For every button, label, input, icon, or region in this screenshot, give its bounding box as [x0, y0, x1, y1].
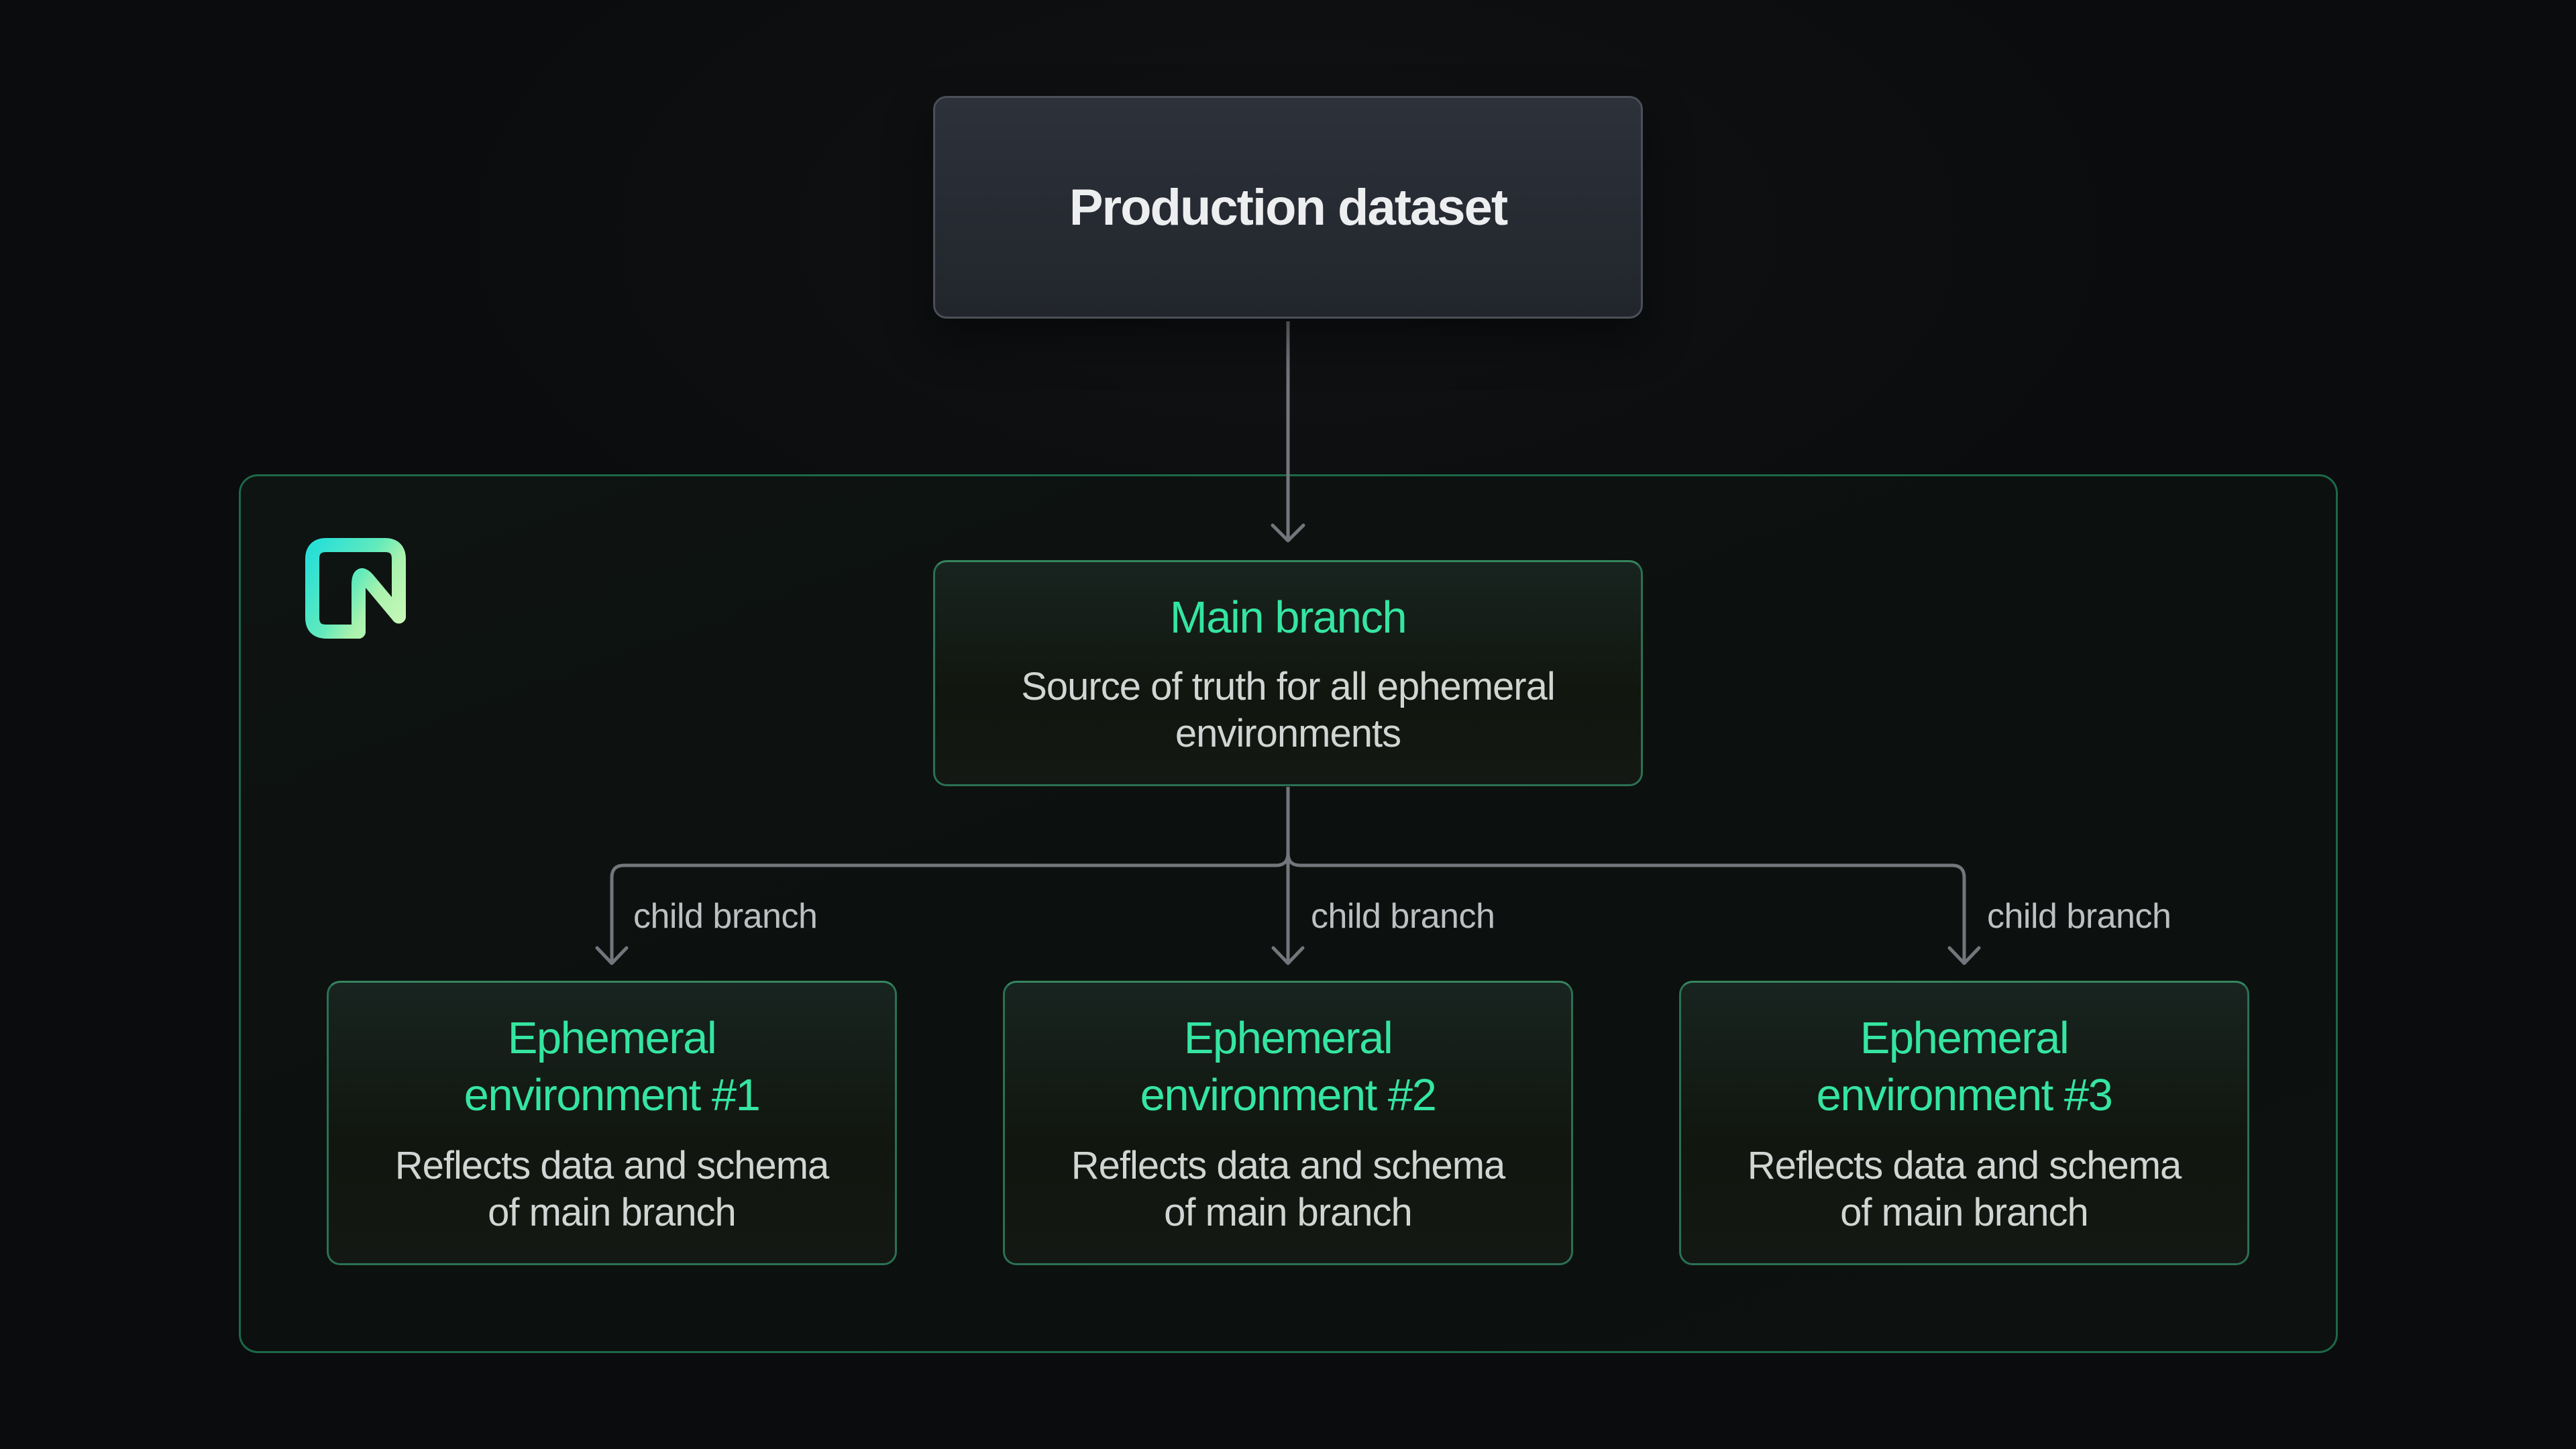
main-branch-subtitle: Source of truth for all ephemeral enviro… [1021, 663, 1556, 757]
env1-title-line-2: environment #1 [464, 1070, 761, 1121]
production-dataset-node: Production dataset [933, 96, 1643, 319]
env2-title-line-1: Ephemeral [1183, 1013, 1393, 1064]
edge-label-child-branch-1: child branch [633, 897, 818, 936]
neon-logo-icon [305, 538, 406, 639]
env3-title-line-1: Ephemeral [1860, 1013, 2070, 1064]
env3-subtitle-line-2: of main branch [1840, 1191, 2089, 1235]
ephemeral-environment-2-node: Ephemeral environment #2 Reflects data a… [1003, 981, 1573, 1265]
env1-subtitle-line-2: of main branch [488, 1191, 737, 1235]
main-branch-title: Main branch [1169, 592, 1407, 643]
edge-label-child-branch-2: child branch [1311, 897, 1495, 936]
production-dataset-label: Production dataset [1069, 178, 1508, 236]
ephemeral-environment-2-title: Ephemeral environment #2 [1140, 1010, 1437, 1124]
logo-n-path [352, 568, 406, 639]
ephemeral-environment-3-node: Ephemeral environment #3 Reflects data a… [1679, 981, 2249, 1265]
env3-title-line-2: environment #3 [1816, 1070, 2113, 1121]
main-branch-node: Main branch Source of truth for all ephe… [933, 560, 1643, 786]
ephemeral-environment-1-subtitle: Reflects data and schema of main branch [394, 1142, 830, 1236]
env3-subtitle-line-1: Reflects data and schema [1747, 1144, 2182, 1188]
ephemeral-environment-3-subtitle: Reflects data and schema of main branch [1748, 1142, 2182, 1236]
env2-subtitle-line-1: Reflects data and schema [1071, 1144, 1506, 1188]
ephemeral-environment-2-subtitle: Reflects data and schema of main branch [1071, 1142, 1506, 1236]
main-branch-subtitle-line-2: environments [1175, 712, 1401, 756]
env2-title-line-2: environment #2 [1140, 1070, 1437, 1121]
env2-subtitle-line-2: of main branch [1164, 1191, 1413, 1235]
main-branch-subtitle-line-1: Source of truth for all ephemeral [1021, 665, 1556, 709]
env1-title-line-1: Ephemeral [507, 1013, 717, 1064]
ephemeral-environment-3-title: Ephemeral environment #3 [1816, 1010, 2113, 1124]
ephemeral-environment-1-node: Ephemeral environment #1 Reflects data a… [327, 981, 897, 1265]
logo-frame-path [305, 538, 406, 639]
ephemeral-environment-1-title: Ephemeral environment #1 [464, 1010, 761, 1124]
env1-subtitle-line-1: Reflects data and schema [394, 1144, 830, 1188]
edge-label-child-branch-3: child branch [1987, 897, 2171, 936]
